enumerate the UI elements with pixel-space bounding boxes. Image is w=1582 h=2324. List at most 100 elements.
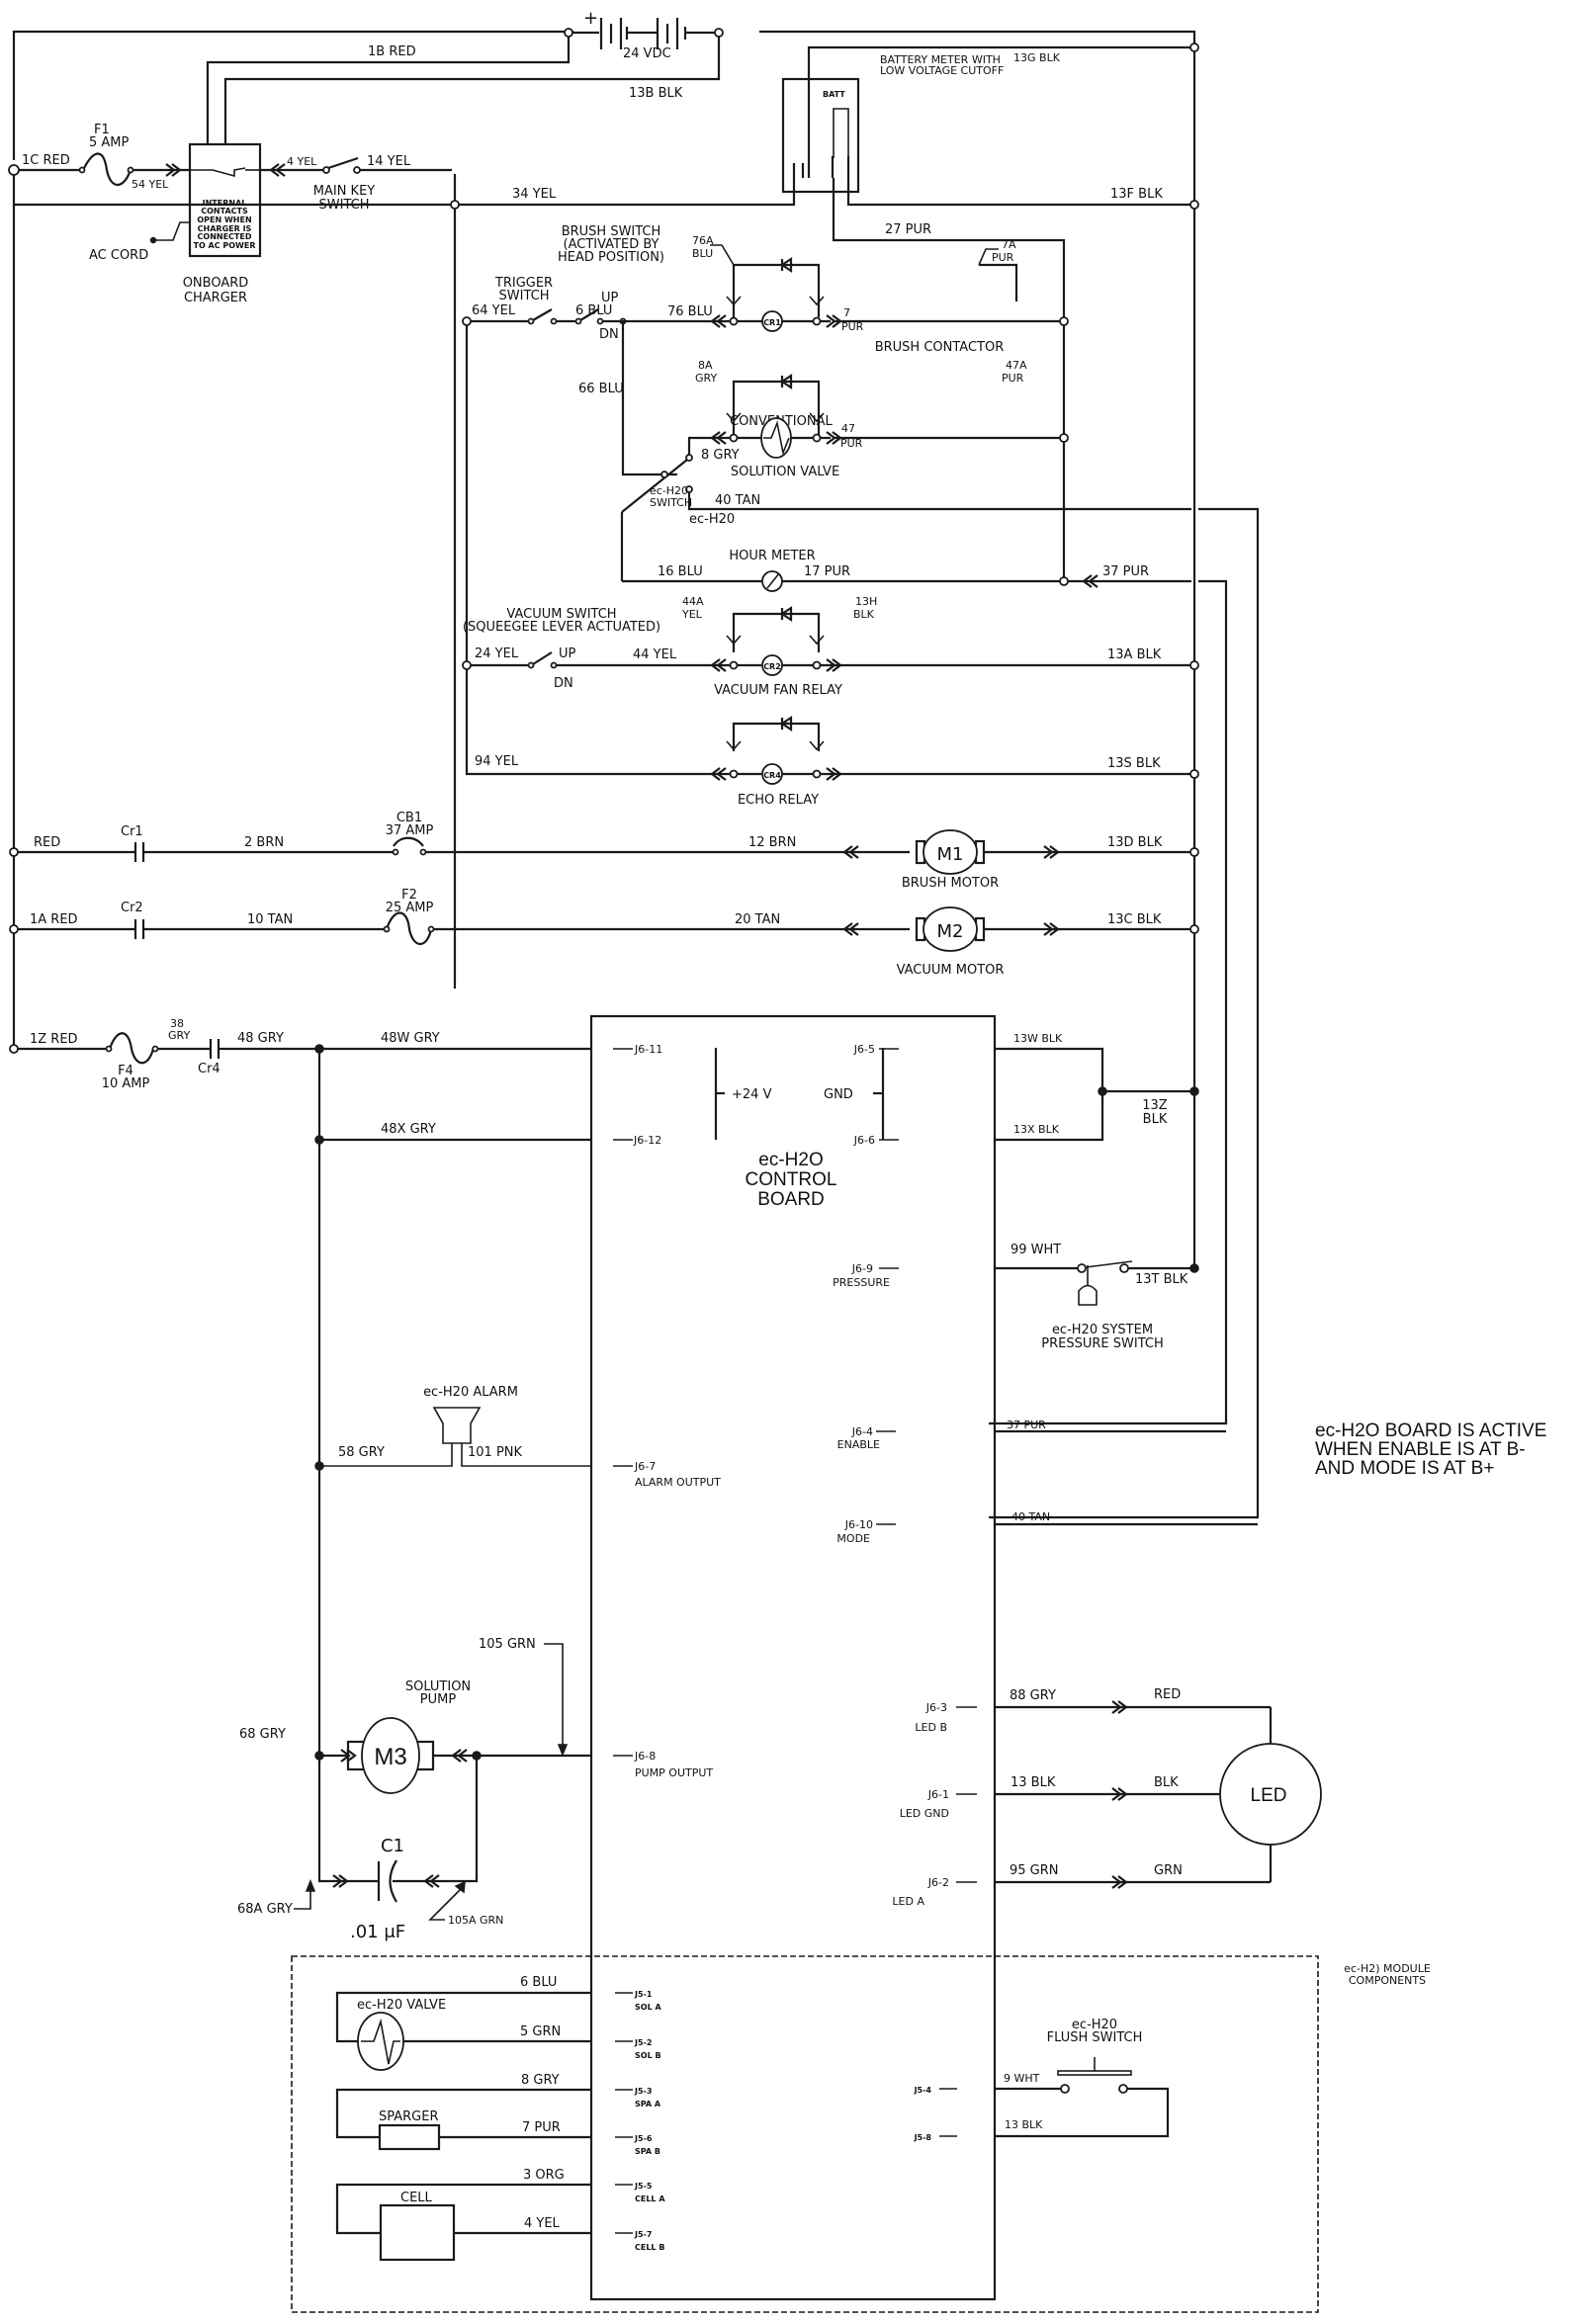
wire-13f-blk: 13F BLK: [1110, 187, 1163, 202]
pin-pump-output-label: PUMP OUTPUT: [635, 1766, 713, 1779]
gnd-label: GND: [824, 1087, 853, 1102]
charger-title: ONBOARD: [183, 276, 249, 291]
wire-76a-label: 76A: [692, 234, 714, 247]
ech2o-position-label: ec-H20: [689, 512, 735, 527]
wire-88-gry: 88 GRY: [1010, 1688, 1056, 1703]
wire-13h-color: BLK: [853, 608, 875, 621]
wire-27-pur: 27 PUR: [885, 222, 931, 237]
wire-13a-blk: 13A BLK: [1107, 647, 1162, 662]
pin-j5-6: J5-6: [634, 2134, 653, 2143]
vacuum-switch-up: UP: [559, 646, 576, 661]
led-blk-wire: BLK: [1154, 1775, 1179, 1790]
pin-spa-b-label: SPA B: [635, 2147, 660, 2156]
vacuum-switch-title: VACUUM SWITCH: [506, 607, 616, 622]
pin-pressure-label: PRESSURE: [833, 1276, 890, 1289]
battery-polarity: +: [583, 8, 598, 29]
wire-1z-red: 1Z RED: [30, 1032, 78, 1047]
pin-led-b-label: LED B: [915, 1721, 947, 1734]
brush-switch-dn: DN: [599, 327, 619, 342]
wire-37-pur: 37 PUR: [1102, 564, 1149, 579]
fuse-f2-name: F2: [401, 888, 417, 903]
pin-j5-8: J5-8: [914, 2133, 932, 2142]
ech2o-switch-label: ec-H20: [650, 484, 688, 497]
pin-j6-4: J6-4: [851, 1425, 873, 1438]
solution-pump-circuit: 105 GRN SOLUTION PUMP 68 GRY M3 C1 68A G…: [237, 1637, 591, 1942]
board-note-line-2: WHEN ENABLE IS AT B-: [1315, 1439, 1526, 1460]
wire-40-tan-mode: 40 TAN: [1011, 1510, 1050, 1523]
wire-68-gry: 68 GRY: [239, 1727, 286, 1742]
pin-alarm-output-label: ALARM OUTPUT: [635, 1476, 721, 1489]
wire-47-pur-color: PUR: [840, 437, 863, 450]
wire-13d-blk: 13D BLK: [1107, 835, 1163, 850]
module-wire-13-blk: 13 BLK: [1005, 2118, 1043, 2131]
module-title-2: COMPONENTS: [1349, 1974, 1426, 1987]
pin-j6-12: J6-12: [633, 1134, 661, 1147]
pin-j6-1: J6-1: [927, 1788, 949, 1801]
brush-switch-title-2: (ACTIVATED BY: [564, 237, 659, 252]
wire-66-blu: 66 BLU: [578, 382, 624, 396]
pin-led-a-label: LED A: [892, 1895, 924, 1908]
module-wire-8-gry: 8 GRY: [521, 2073, 560, 2088]
solution-valve-circuit: 66 BLU 8A GRY 47A PUR CONVENTIONAL 47 PU…: [578, 321, 1260, 1519]
battery-voltage: 24 VDC: [623, 46, 671, 61]
wire-44-yel: 44 YEL: [633, 647, 677, 662]
pin-j5-1: J5-1: [634, 1990, 653, 1999]
batt-label: BATT: [823, 90, 845, 99]
alarm-title: ec-H20 ALARM: [423, 1385, 518, 1400]
pin-j6-7: J6-7: [634, 1460, 656, 1473]
board-note-line-3: AND MODE IS AT B+: [1315, 1458, 1494, 1479]
pin-j6-8: J6-8: [634, 1750, 656, 1763]
pin-enable-label: ENABLE: [837, 1438, 880, 1451]
power-rails: [12, 30, 1196, 1087]
charger-note-line: OPEN WHEN: [197, 215, 251, 224]
vacuum-fan-relay-label: VACUUM FAN RELAY: [714, 683, 842, 698]
wire-40-tan: 40 TAN: [715, 493, 760, 508]
wire-47a-label: 47A: [1006, 359, 1027, 372]
ac-cord-label: AC CORD: [89, 248, 148, 263]
wire-76a-color: BLU: [692, 247, 713, 260]
wire-13t-blk: 13T BLK: [1135, 1272, 1188, 1287]
board-note-line-1: ec-H2O BOARD IS ACTIVE: [1315, 1420, 1546, 1441]
pin-sol-b-label: SOL B: [635, 2051, 661, 2060]
sparger-label: SPARGER: [379, 2109, 439, 2124]
wire-20-tan: 20 TAN: [735, 912, 780, 927]
wire-12-brn: 12 BRN: [748, 835, 796, 850]
ech2o-module: ec-H2) MODULE COMPONENTS 6 BLU ec-H20 VA…: [291, 1955, 1431, 2313]
cb1-rating: 37 AMP: [386, 823, 434, 838]
charger-note-line: TO AC POWER: [193, 241, 255, 250]
led-label: LED: [1251, 1785, 1287, 1806]
control-board-title: ec-H2O: [758, 1150, 823, 1170]
board-feed-circuit: 1Z RED F4 10 AMP 38 GRY Cr4 48 GRY 48W G…: [9, 1017, 591, 1878]
wire-48x-gry: 48X GRY: [381, 1122, 436, 1137]
echo-relay-label: ECHO RELAY: [738, 793, 819, 808]
pin-j6-3: J6-3: [925, 1701, 947, 1714]
wire-14-yel: 14 YEL: [367, 154, 411, 169]
vacuum-switch-title-2: (SQUEEGEE LEVER ACTUATED): [463, 620, 660, 635]
cr1-label: CR1: [763, 318, 781, 327]
charger-note-line: CONTACTS: [201, 207, 248, 215]
cr1-contact-label: Cr1: [121, 824, 143, 839]
wire-13z-label: 13Z: [1142, 1098, 1168, 1113]
module-wire-5-grn: 5 GRN: [520, 2024, 561, 2039]
wire-1a-red: 1A RED: [30, 912, 78, 927]
vacuum-motor-label: VACUUM MOTOR: [897, 963, 1005, 978]
c1-name: C1: [381, 1836, 404, 1856]
wire-red: RED: [34, 835, 60, 850]
fuse-f1-name: F1: [94, 123, 110, 137]
pin-spa-a-label: SPA A: [635, 2100, 661, 2109]
wire-68a-gry: 68A GRY: [237, 1902, 293, 1917]
pin-mode-label: MODE: [836, 1532, 870, 1545]
led-grn-wire: GRN: [1154, 1863, 1183, 1878]
pin-cell-b-label: CELL B: [635, 2243, 664, 2252]
hour-meter: HOUR METER 16 BLU 17 PUR 37 PUR: [622, 549, 1228, 1425]
cb1-name: CB1: [396, 811, 422, 825]
pressure-switch-title-2: PRESSURE SWITCH: [1041, 1336, 1163, 1351]
echo-relay-circuit: 94 YEL CR4 13S BLK ECHO RELAY: [465, 325, 1199, 808]
cr2-label: CR2: [763, 662, 781, 671]
battery-meter-title-2: LOW VOLTAGE CUTOFF: [880, 64, 1004, 77]
wire-48w-gry: 48W GRY: [381, 1031, 440, 1046]
wire-10-tan: 10 TAN: [247, 912, 293, 927]
wire-2-brn: 2 BRN: [244, 835, 284, 850]
charger-note-line: CONNECTED: [198, 232, 252, 241]
